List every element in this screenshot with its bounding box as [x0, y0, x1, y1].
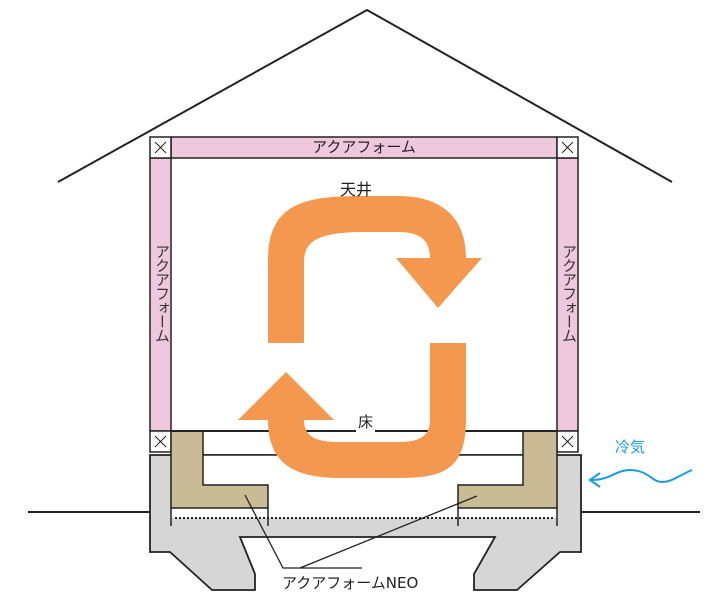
floor-label: 床	[356, 411, 376, 432]
circulation-arrows-icon	[238, 196, 482, 478]
corner-box-bottom-left	[149, 430, 172, 453]
ceiling-insulation-label: アクアフォーム	[312, 138, 416, 156]
cold-air-label: 冷気	[615, 438, 646, 456]
right-wall-insulation-label: アクアフォーム	[560, 244, 578, 342]
roof-outline	[57, 8, 673, 183]
wavy-arrow-icon	[588, 468, 693, 488]
corner-box-top-right	[556, 136, 579, 159]
leader-line-left	[244, 494, 362, 569]
corner-box-top-left	[149, 136, 172, 159]
left-wall-insulation-label: アクアフォーム	[153, 244, 171, 342]
foundation-insulation-label: アクアフォームNEO	[282, 574, 419, 592]
leader-line-right	[299, 495, 478, 569]
ceiling-label: 天井	[340, 180, 373, 199]
corner-box-bottom-right	[556, 430, 579, 453]
